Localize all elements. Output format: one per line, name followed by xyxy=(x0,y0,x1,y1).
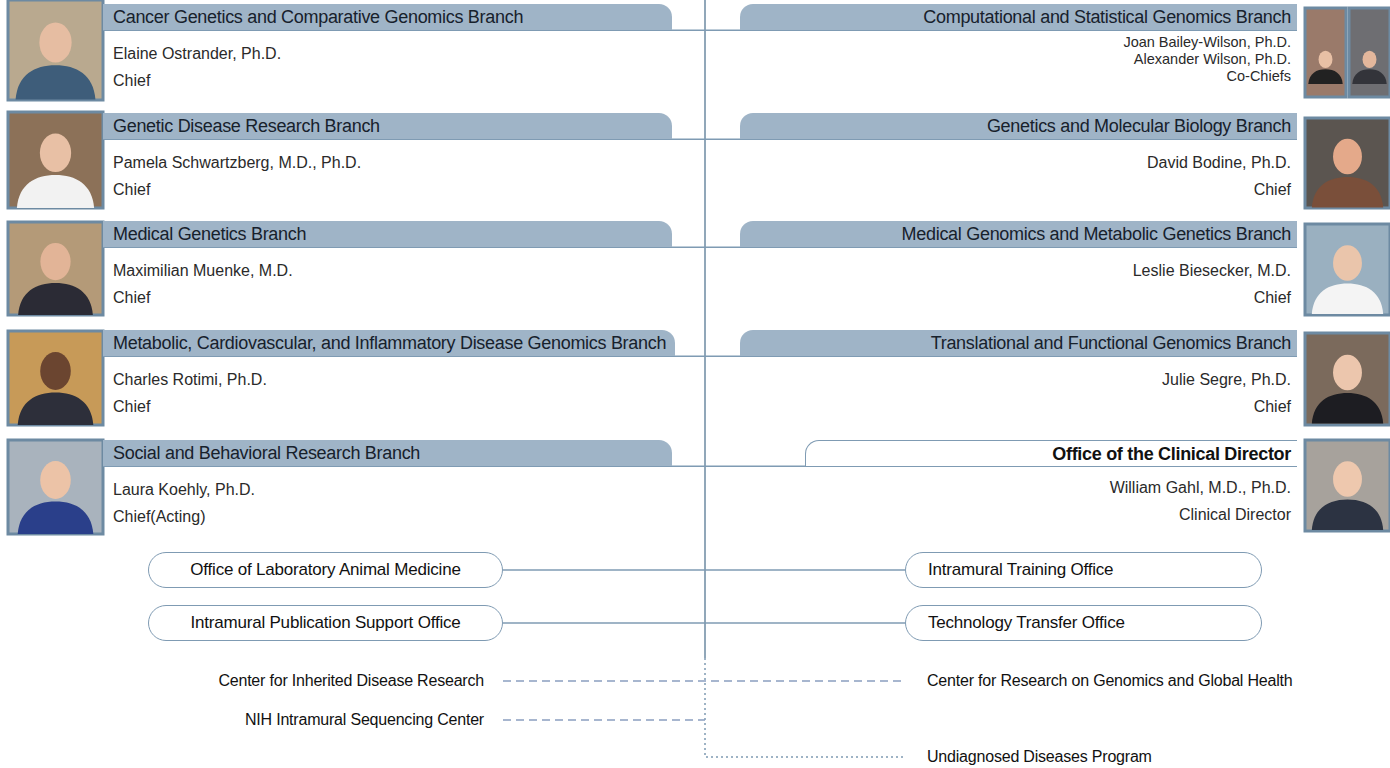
person-name: Joan Bailey-Wilson, Ph.D. xyxy=(740,34,1297,51)
portrait-photo xyxy=(8,331,103,425)
role-title: Chief xyxy=(740,396,1297,418)
role-title: Chief xyxy=(740,179,1297,201)
header-band: Medical Genomics and Metabolic Genetics … xyxy=(740,221,1297,248)
branch-title: Metabolic, Cardiovascular, and Inflammat… xyxy=(113,332,666,354)
branch-title: Computational and Statistical Genomics B… xyxy=(923,6,1291,28)
branch-title: Genetic Disease Research Branch xyxy=(113,115,380,137)
office-pill: Intramural Training Office xyxy=(905,552,1262,588)
portrait-photo xyxy=(1305,333,1390,425)
header-band: Computational and Statistical Genomics B… xyxy=(740,4,1297,31)
branch-box: Medical Genetics BranchMaximilian Muenke… xyxy=(103,221,672,309)
branch-box: Computational and Statistical Genomics B… xyxy=(740,4,1297,85)
header-band: Cancer Genetics and Comparative Genomics… xyxy=(103,4,672,31)
dashed-line xyxy=(503,719,705,721)
portrait-photo xyxy=(8,0,103,100)
dashed-line xyxy=(503,680,905,682)
person-name: Laura Koehly, Ph.D. xyxy=(103,479,672,501)
person-name: William Gahl, M.D., Ph.D. xyxy=(805,477,1297,499)
trunk-line xyxy=(704,0,706,658)
center-label: Undiagnosed Diseases Program xyxy=(927,746,1152,768)
office-name: Technology Transfer Office xyxy=(928,613,1125,633)
portrait-photo xyxy=(8,222,103,315)
branch-title: Medical Genomics and Metabolic Genetics … xyxy=(902,223,1291,245)
portrait-photo xyxy=(1305,440,1390,531)
role-title: Chief xyxy=(103,396,675,418)
person-name: Charles Rotimi, Ph.D. xyxy=(103,369,675,391)
branch-box: Cancer Genetics and Comparative Genomics… xyxy=(103,4,672,92)
branch-box: Social and Behavioral Research BranchLau… xyxy=(103,440,672,528)
person-name: Leslie Biesecker, M.D. xyxy=(740,260,1297,282)
connector-line xyxy=(672,30,740,32)
branch-title: Translational and Functional Genomics Br… xyxy=(931,332,1291,354)
role-title: Chief xyxy=(103,287,672,309)
header-band: Social and Behavioral Research Branch xyxy=(103,440,672,467)
header-band: Medical Genetics Branch xyxy=(103,221,672,248)
role-title: Co-Chiefs xyxy=(740,68,1297,85)
branch-box: Metabolic, Cardiovascular, and Inflammat… xyxy=(103,330,675,418)
branch-title: Medical Genetics Branch xyxy=(113,223,306,245)
role-title: Chief xyxy=(103,70,672,92)
office-name: Office of Laboratory Animal Medicine xyxy=(190,560,460,580)
header-band: Translational and Functional Genomics Br… xyxy=(740,330,1297,357)
office-name: Intramural Training Office xyxy=(928,560,1113,580)
portrait-photo xyxy=(1305,8,1346,97)
center-label: Center for Inherited Disease Research xyxy=(218,670,484,692)
person-name: Julie Segre, Ph.D. xyxy=(740,369,1297,391)
header-band: Genetic Disease Research Branch xyxy=(103,113,672,140)
connector-line xyxy=(675,356,740,358)
person-name: Elaine Ostrander, Ph.D. xyxy=(103,43,672,65)
branch-box: Medical Genomics and Metabolic Genetics … xyxy=(740,221,1297,309)
role-title: Chief xyxy=(103,179,672,201)
role-title: Clinical Director xyxy=(805,504,1297,526)
office-box: Office of the Clinical DirectorWilliam G… xyxy=(805,440,1297,526)
person-name: Alexander Wilson, Ph.D. xyxy=(740,51,1297,68)
connector-line xyxy=(503,622,905,624)
office-pill: Office of Laboratory Animal Medicine xyxy=(148,552,503,588)
portrait-photo xyxy=(1305,224,1390,315)
connector-line xyxy=(672,466,805,468)
connector-line xyxy=(672,139,740,141)
portrait-photo xyxy=(8,440,103,534)
branch-title: Genetics and Molecular Biology Branch xyxy=(987,115,1291,137)
dotted-branch-line xyxy=(705,658,905,757)
office-pill: Intramural Publication Support Office xyxy=(148,605,503,641)
office-pill: Technology Transfer Office xyxy=(905,605,1262,641)
branch-box: Genetic Disease Research BranchPamela Sc… xyxy=(103,113,672,201)
portrait-photo xyxy=(1305,118,1390,208)
header-box: Office of the Clinical Director xyxy=(805,440,1297,467)
center-label: NIH Intramural Sequencing Center xyxy=(245,709,484,731)
branch-box: Translational and Functional Genomics Br… xyxy=(740,330,1297,418)
header-band: Genetics and Molecular Biology Branch xyxy=(740,113,1297,140)
role-title: Chief xyxy=(740,287,1297,309)
connector-line xyxy=(672,247,740,249)
connector-line xyxy=(503,569,905,571)
branch-box: Genetics and Molecular Biology BranchDav… xyxy=(740,113,1297,201)
branch-title: Cancer Genetics and Comparative Genomics… xyxy=(113,6,523,28)
portrait-photo xyxy=(1349,8,1390,97)
role-title: Chief(Acting) xyxy=(103,506,672,528)
portrait-photo xyxy=(8,112,103,208)
person-name: David Bodine, Ph.D. xyxy=(740,152,1297,174)
office-name: Intramural Publication Support Office xyxy=(190,613,460,633)
person-name: Maximilian Muenke, M.D. xyxy=(103,260,672,282)
branch-title: Office of the Clinical Director xyxy=(1052,443,1291,465)
center-label: Center for Research on Genomics and Glob… xyxy=(927,670,1293,692)
person-name: Pamela Schwartzberg, M.D., Ph.D. xyxy=(103,152,672,174)
header-band: Metabolic, Cardiovascular, and Inflammat… xyxy=(103,330,675,357)
branch-title: Social and Behavioral Research Branch xyxy=(113,442,420,464)
